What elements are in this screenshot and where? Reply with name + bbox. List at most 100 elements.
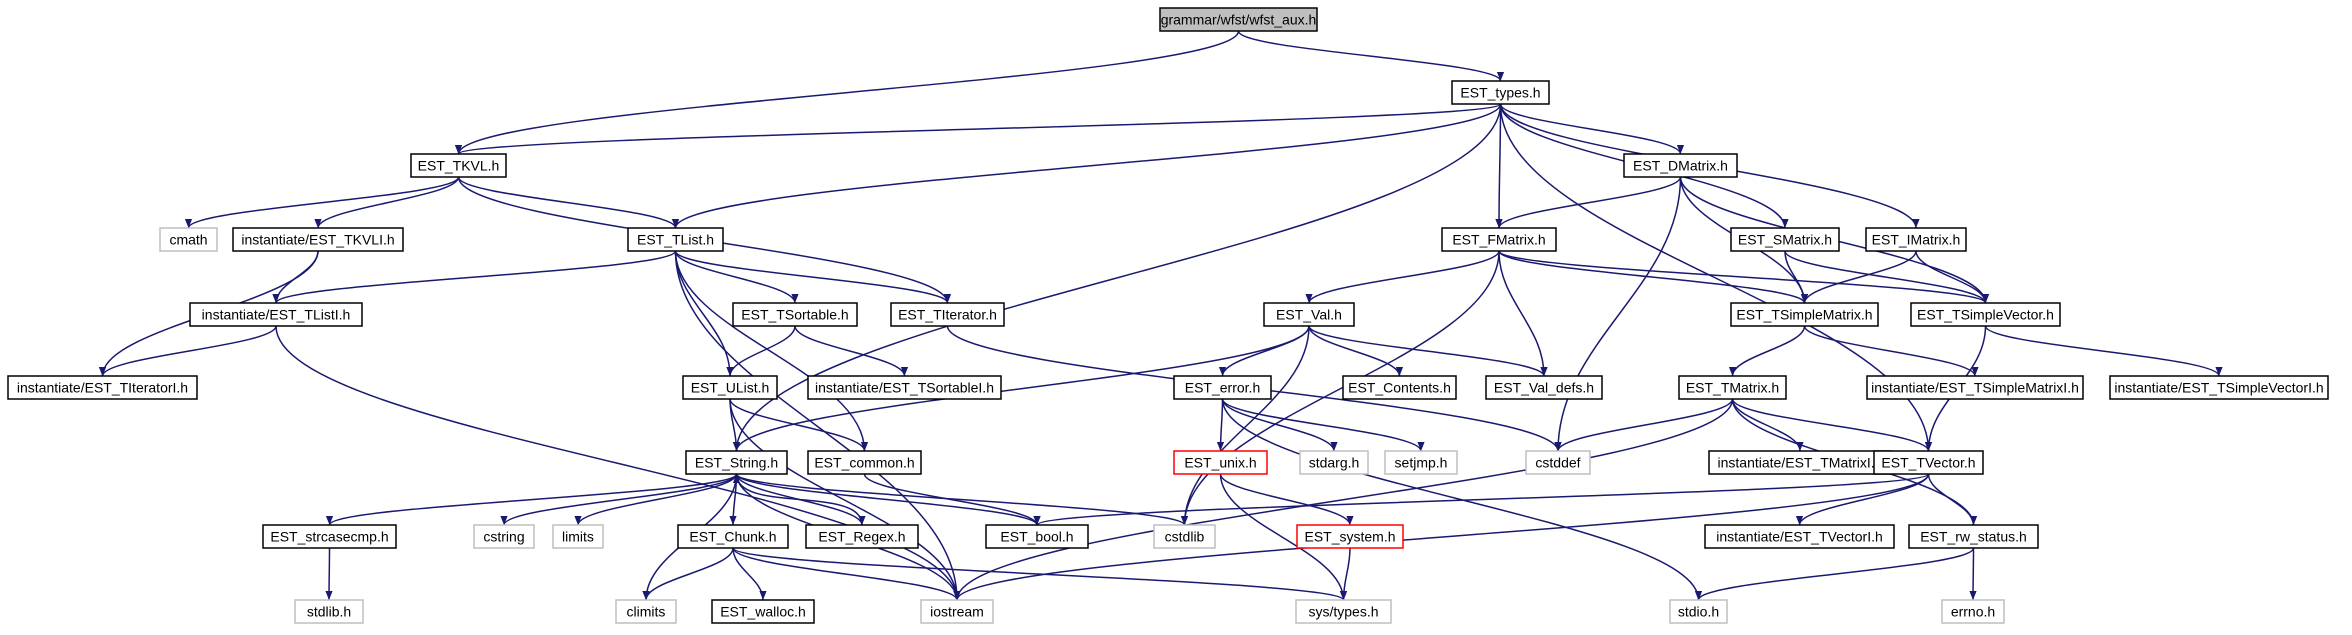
edge-rwstatus-to-stdio <box>1695 547 1975 601</box>
node-box <box>1159 7 1318 32</box>
edge-error-to-setjmp <box>1221 398 1425 452</box>
node-strcasecmp[interactable]: EST_strcasecmp.h <box>262 524 397 549</box>
node-tsimplematrixi[interactable]: instantiate/EST_TSimpleMatrixI.h <box>1866 375 2084 400</box>
node-tsimplematrix[interactable]: EST_TSimpleMatrix.h <box>1730 302 1879 327</box>
edge-types-to-string <box>732 103 1502 452</box>
edge-tmatrix-to-iostream <box>953 398 1734 601</box>
node-box <box>1342 375 1457 400</box>
node-label: EST_Regex.h <box>818 529 905 545</box>
node-box <box>189 302 363 327</box>
node-label: EST_strcasecmp.h <box>270 529 388 545</box>
node-chunk[interactable]: EST_Chunk.h <box>677 524 789 549</box>
node-label: instantiate/EST_TIteratorI.h <box>17 380 188 396</box>
node-system[interactable]: EST_system.h <box>1296 524 1404 549</box>
node-label: iostream <box>930 604 984 620</box>
node-walloc[interactable]: EST_walloc.h <box>711 599 815 624</box>
node-setjmp: setjmp.h <box>1384 450 1458 475</box>
node-label: EST_TVector.h <box>1881 455 1975 471</box>
edge-string-to-bool <box>735 473 1041 526</box>
edge-tkvl-to-tlist <box>457 176 680 229</box>
node-box <box>1173 450 1268 475</box>
node-common[interactable]: EST_common.h <box>807 450 922 475</box>
edge-tvector-to-iostream <box>953 473 1930 601</box>
node-tsimplevectori[interactable]: instantiate/EST_TSimpleVectorI.h <box>2109 375 2329 400</box>
edge-tsimplematrix-to-tsimplematrixi <box>1803 325 1979 377</box>
node-fmatrix[interactable]: EST_FMatrix.h <box>1441 227 1557 252</box>
node-box <box>985 524 1089 549</box>
edge-tlisti-to-titeratori <box>98 325 277 377</box>
node-imatrix[interactable]: EST_IMatrix.h <box>1865 227 1967 252</box>
node-label: EST_SMatrix.h <box>1738 232 1832 248</box>
node-tsimplevector[interactable]: EST_TSimpleVector.h <box>1910 302 2061 327</box>
edge-types-to-fmatrix <box>1495 103 1503 229</box>
node-rwstatus[interactable]: EST_rw_status.h <box>1908 524 2039 549</box>
edge-val-to-valdefs <box>1308 325 1548 377</box>
node-label: EST_Contents.h <box>1348 380 1451 396</box>
node-contents[interactable]: EST_Contents.h <box>1342 375 1457 400</box>
node-error[interactable]: EST_error.h <box>1173 375 1272 400</box>
node-label: limits <box>562 529 594 545</box>
edge-val-to-contents <box>1308 325 1404 377</box>
node-smatrix[interactable]: EST_SMatrix.h <box>1730 227 1840 252</box>
edge-chunk-to-walloc <box>732 547 767 601</box>
node-root[interactable]: grammar/wfst/wfst_aux.h <box>1159 7 1318 32</box>
node-stdlib: stdlib.h <box>294 599 364 624</box>
node-tvector[interactable]: EST_TVector.h <box>1873 450 1984 475</box>
node-label: instantiate/EST_TListI.h <box>202 307 351 323</box>
node-label: EST_Val_defs.h <box>1494 380 1594 396</box>
edge-imatrix-to-tsimplematrix <box>1800 250 1917 304</box>
node-titerator[interactable]: EST_TIterator.h <box>890 302 1005 327</box>
node-val[interactable]: EST_Val.h <box>1263 302 1355 327</box>
node-box <box>685 450 788 475</box>
edge-tlist-to-common <box>674 250 869 452</box>
edge-tvector-to-rwstatus <box>1927 473 1978 526</box>
edge-tsimplevector-to-tsimplevectori <box>1984 325 2223 377</box>
node-unix[interactable]: EST_unix.h <box>1173 450 1268 475</box>
node-tsortablei[interactable]: instantiate/EST_TSortableI.h <box>807 375 1002 400</box>
node-box <box>1485 375 1603 400</box>
node-ulist[interactable]: EST_UList.h <box>682 375 778 400</box>
node-box <box>1451 80 1550 105</box>
node-tlisti[interactable]: instantiate/EST_TListI.h <box>189 302 363 327</box>
node-box <box>1263 302 1355 327</box>
edge-types-to-tkvl <box>455 103 1502 155</box>
node-regex[interactable]: EST_Regex.h <box>805 524 919 549</box>
node-tmatrixi[interactable]: instantiate/EST_TMatrixI.h <box>1708 450 1892 475</box>
node-label: cstddef <box>1535 455 1580 471</box>
edge-regex-to-string <box>732 473 863 526</box>
node-valdefs[interactable]: EST_Val_defs.h <box>1485 375 1603 400</box>
node-tmatrix[interactable]: EST_TMatrix.h <box>1678 375 1787 400</box>
node-climits: climits <box>615 599 677 624</box>
node-box <box>232 227 404 252</box>
node-bool[interactable]: EST_bool.h <box>985 524 1089 549</box>
node-box <box>615 599 677 624</box>
node-string[interactable]: EST_String.h <box>685 450 788 475</box>
node-box <box>410 153 507 178</box>
node-titeratori[interactable]: instantiate/EST_TIteratorI.h <box>7 375 198 400</box>
edge-types-to-tlist <box>672 103 1502 229</box>
edge-tlisti-to-iostream <box>275 325 961 601</box>
node-dmatrix[interactable]: EST_DMatrix.h <box>1623 153 1738 178</box>
edge-system-to-systypes <box>1339 547 1351 601</box>
node-types[interactable]: EST_types.h <box>1451 80 1550 105</box>
node-label: EST_types.h <box>1460 85 1540 101</box>
node-tkvli[interactable]: instantiate/EST_TKVLI.h <box>232 227 404 252</box>
node-label: instantiate/EST_TKVLI.h <box>241 232 394 248</box>
edge-tsortable-to-tsortablei <box>794 325 909 377</box>
node-label: cstdlib <box>1165 529 1205 545</box>
edge-error-to-unix <box>1216 398 1225 452</box>
node-systypes: sys/types.h <box>1295 599 1392 624</box>
node-tkvl[interactable]: EST_TKVL.h <box>410 153 507 178</box>
node-box <box>1910 302 2061 327</box>
node-label: EST_FMatrix.h <box>1452 232 1545 248</box>
node-cstdlib: cstdlib <box>1153 524 1216 549</box>
edge-string-to-cstdlib <box>735 473 1188 526</box>
node-label: EST_Val.h <box>1276 307 1342 323</box>
node-tvectori[interactable]: instantiate/EST_TVectorI.h <box>1704 524 1895 549</box>
node-tlist[interactable]: EST_TList.h <box>627 227 724 252</box>
edge-ulist-to-common <box>729 398 869 452</box>
node-box <box>294 599 364 624</box>
node-box <box>1908 524 2039 549</box>
node-tsortable[interactable]: EST_TSortable.h <box>732 302 858 327</box>
